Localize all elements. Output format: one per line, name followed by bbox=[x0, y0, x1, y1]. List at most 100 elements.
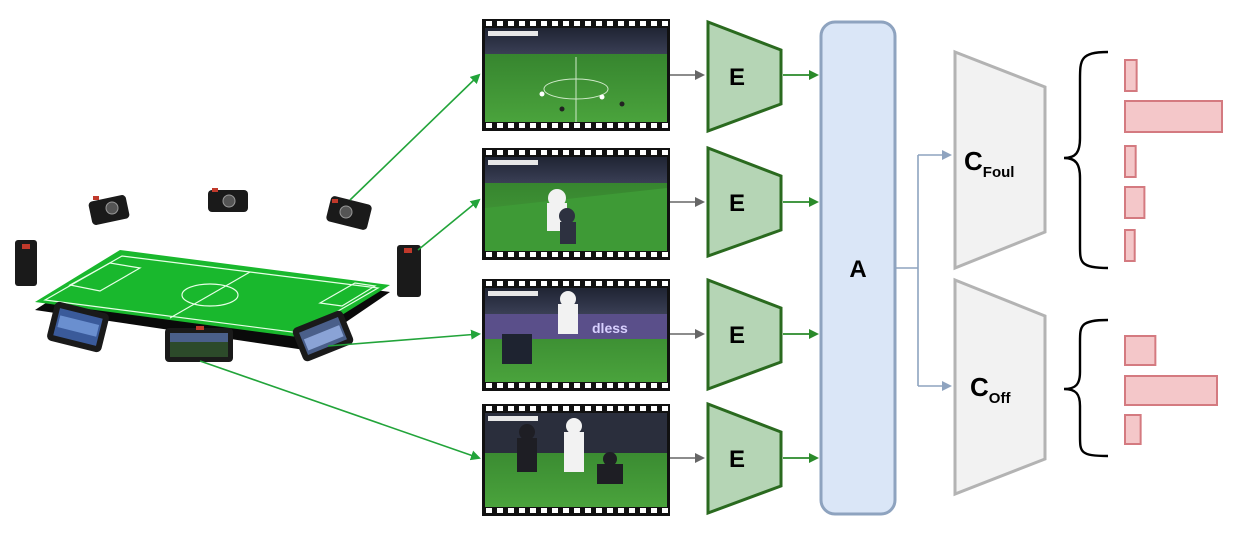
sprocket-hole bbox=[574, 123, 580, 128]
sprocket-hole bbox=[585, 281, 591, 286]
sprocket-hole bbox=[552, 281, 558, 286]
classifier-foul: CFoul bbox=[953, 49, 1047, 271]
sprocket-hole bbox=[519, 252, 525, 257]
sprocket-hole bbox=[618, 508, 624, 513]
sprocket-hole bbox=[640, 252, 646, 257]
sprocket-hole bbox=[651, 252, 657, 257]
sprocket-hole bbox=[662, 150, 668, 155]
sprocket-hole bbox=[497, 508, 503, 513]
sprocket-hole bbox=[651, 406, 657, 411]
sprocket-hole bbox=[640, 383, 646, 388]
sprocket-hole bbox=[596, 508, 602, 513]
sprocket-hole bbox=[519, 508, 525, 513]
sprocket-hole bbox=[563, 123, 569, 128]
brace-foul bbox=[1063, 50, 1109, 270]
encoder-block: E bbox=[706, 145, 783, 259]
distribution-bar bbox=[1124, 59, 1138, 92]
camera-icon bbox=[397, 245, 421, 297]
sprocket-hole bbox=[640, 281, 646, 286]
sprocket-hole bbox=[629, 281, 635, 286]
sprocket-hole bbox=[629, 508, 635, 513]
encoder-label: E bbox=[729, 64, 745, 91]
sprocket-hole bbox=[640, 406, 646, 411]
sprocket-hole bbox=[497, 150, 503, 155]
sprocket-hole bbox=[563, 150, 569, 155]
classifier-off-base: C bbox=[970, 372, 989, 402]
sprocket-hole bbox=[563, 406, 569, 411]
sprocket-hole bbox=[618, 21, 624, 26]
camera-icon bbox=[47, 301, 109, 353]
sprocket-hole bbox=[486, 21, 492, 26]
classifier-foul-sub: Foul bbox=[983, 164, 1015, 181]
sprocket-hole bbox=[541, 123, 547, 128]
sprocket-hole bbox=[585, 21, 591, 26]
sprocket-hole bbox=[618, 252, 624, 257]
sprocket-hole bbox=[607, 252, 613, 257]
encoder-block: E bbox=[706, 19, 783, 134]
sprocket-hole bbox=[618, 150, 624, 155]
sprocket-hole bbox=[497, 406, 503, 411]
sprocket-hole bbox=[596, 123, 602, 128]
distribution-bar bbox=[1124, 100, 1223, 133]
sprocket-hole bbox=[552, 150, 558, 155]
sprocket-hole bbox=[541, 252, 547, 257]
sprocket-hole bbox=[519, 150, 525, 155]
sprocket-hole bbox=[574, 281, 580, 286]
frame-to-encoder-arrows bbox=[670, 70, 705, 463]
sprocket-hole bbox=[508, 150, 514, 155]
sprocket-hole bbox=[651, 383, 657, 388]
sprocket-hole bbox=[497, 123, 503, 128]
sprocket-hole bbox=[552, 21, 558, 26]
brace-off bbox=[1063, 318, 1109, 458]
sprocket-hole bbox=[574, 150, 580, 155]
sprocket-hole bbox=[662, 406, 668, 411]
sprocket-hole bbox=[541, 281, 547, 286]
sprocket-hole bbox=[541, 406, 547, 411]
sprocket-hole bbox=[563, 252, 569, 257]
sprocket-hole bbox=[486, 252, 492, 257]
sprocket-hole bbox=[530, 406, 536, 411]
sprocket-hole bbox=[497, 252, 503, 257]
sprocket-hole bbox=[662, 123, 668, 128]
sprocket-hole bbox=[596, 281, 602, 286]
encoder-block: E bbox=[706, 401, 783, 516]
sprocket-hole bbox=[585, 406, 591, 411]
offence-distribution-bars bbox=[1124, 335, 1218, 445]
distribution-bar bbox=[1124, 229, 1136, 262]
film-strip-icon bbox=[482, 404, 670, 516]
encoder-to-aggregator-arrows bbox=[783, 70, 819, 463]
sprocket-hole bbox=[508, 406, 514, 411]
sprocket-hole bbox=[596, 383, 602, 388]
sprocket-hole bbox=[662, 281, 668, 286]
sprocket-hole bbox=[508, 252, 514, 257]
sprocket-hole bbox=[651, 508, 657, 513]
sprocket-hole bbox=[541, 21, 547, 26]
aggregator-to-classifier-arrows bbox=[896, 150, 952, 391]
camera-icon bbox=[88, 195, 130, 225]
sprocket-hole bbox=[486, 383, 492, 388]
film-strip-sprockets bbox=[486, 21, 668, 513]
sprocket-hole bbox=[541, 150, 547, 155]
sprocket-hole bbox=[563, 383, 569, 388]
sprocket-hole bbox=[541, 383, 547, 388]
sprocket-hole bbox=[519, 406, 525, 411]
sprocket-hole bbox=[508, 508, 514, 513]
sprocket-hole bbox=[607, 508, 613, 513]
sprocket-hole bbox=[519, 383, 525, 388]
distribution-bar bbox=[1124, 414, 1142, 445]
sprocket-hole bbox=[607, 383, 613, 388]
sprocket-hole bbox=[486, 123, 492, 128]
svg-text:COff: COff bbox=[970, 372, 1011, 407]
film-strip-icon bbox=[482, 19, 670, 131]
film-strip-icon: dless bbox=[482, 279, 670, 391]
sprocket-hole bbox=[486, 281, 492, 286]
sprocket-hole bbox=[552, 508, 558, 513]
sprocket-hole bbox=[530, 150, 536, 155]
sprocket-hole bbox=[508, 21, 514, 26]
sprocket-hole bbox=[607, 123, 613, 128]
sprocket-hole bbox=[651, 281, 657, 286]
sprocket-hole bbox=[662, 508, 668, 513]
classifier-off: COff bbox=[953, 277, 1047, 497]
encoder-block: E bbox=[706, 277, 783, 392]
